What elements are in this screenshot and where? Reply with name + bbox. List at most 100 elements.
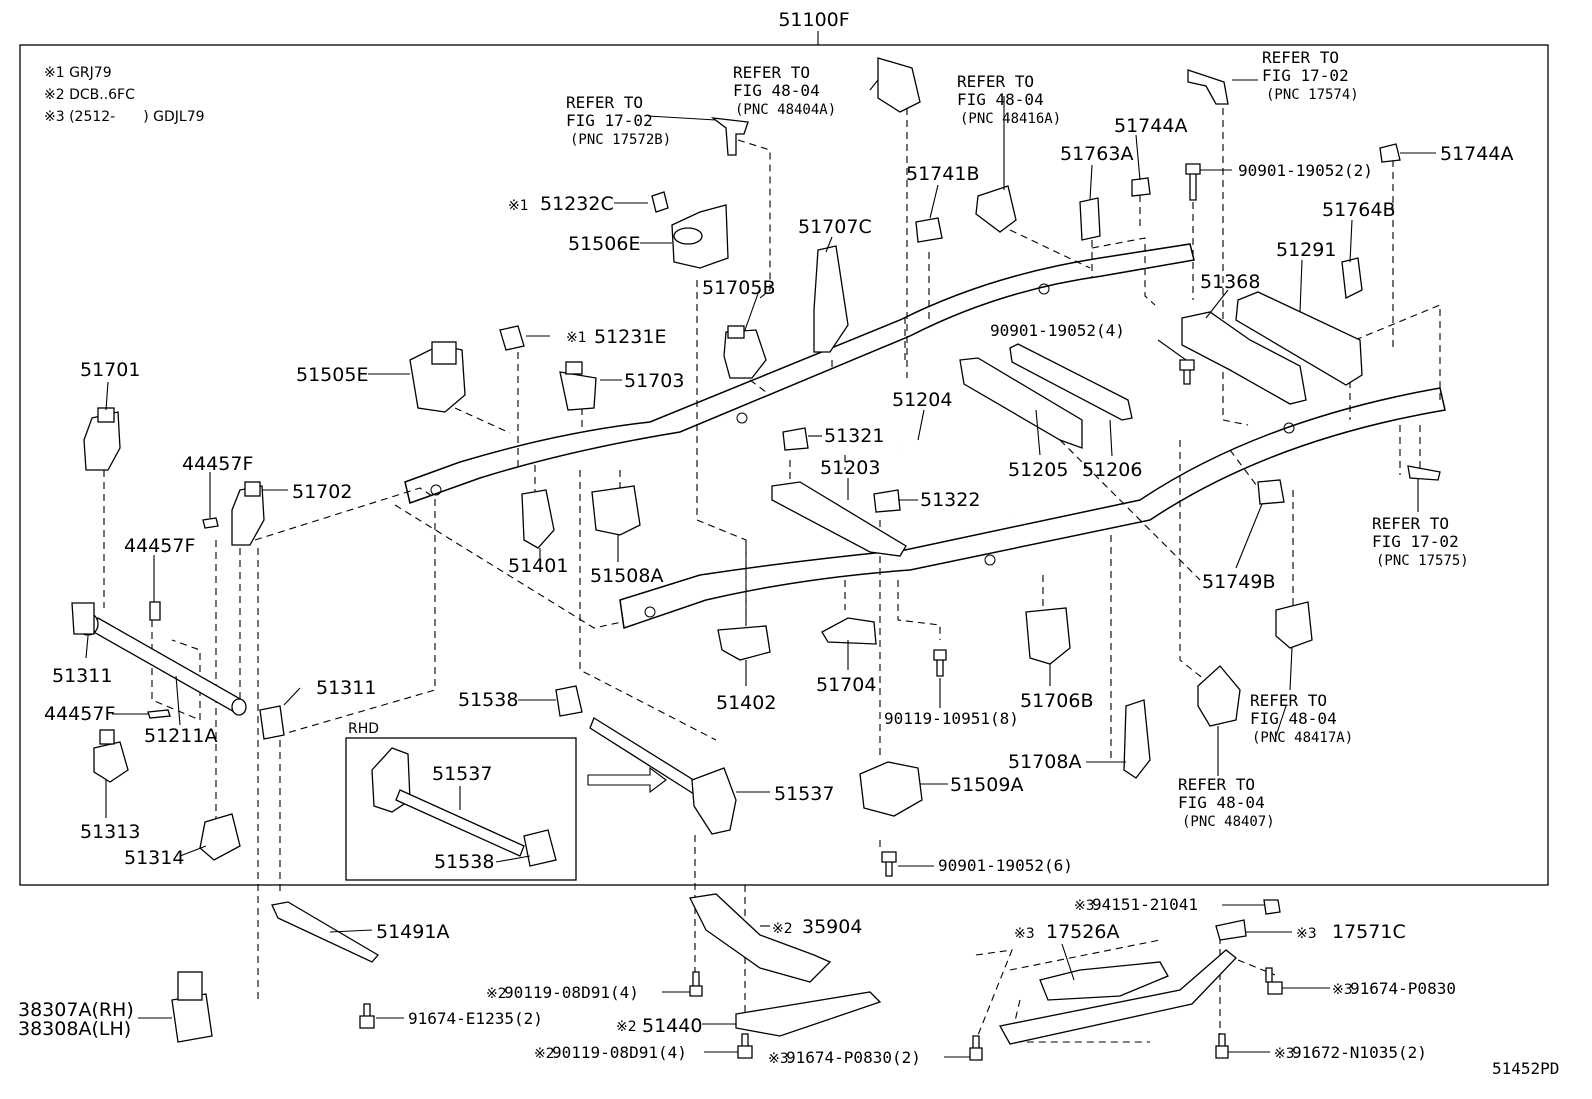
- part-label-90119-10951: 90119-10951(8): [884, 709, 1019, 728]
- part-label-38307A: 38307A(RH): [18, 999, 134, 1021]
- crossmember-51440: [735, 991, 882, 1037]
- part-label-90119-08D91-b: 90119-08D91(4): [552, 1043, 687, 1062]
- mark-label: ※1: [566, 330, 587, 346]
- bracket-17575: [1407, 465, 1441, 481]
- ref-line3: (PNC 48416A): [960, 111, 1061, 127]
- ref-line1: REFER TO: [566, 93, 643, 112]
- ref-17574: REFER TO FIG 17-02 (PNC 17574): [1262, 48, 1359, 103]
- part-label-90901-19052-2: 90901-19052(2): [1238, 161, 1373, 180]
- bushing-51311: [71, 602, 95, 635]
- part-label-51291: 51291: [1276, 239, 1336, 261]
- bracket-51763A: [1079, 197, 1101, 241]
- part-label-51538-main: 51538: [458, 689, 518, 711]
- note-3: ※3 (2512- ) GDJL79: [44, 109, 205, 125]
- part-label-51322: 51322: [920, 489, 980, 511]
- part-label-94151-21041: 94151-21041: [1092, 895, 1198, 914]
- part-label-51508A: 51508A: [590, 565, 663, 587]
- mark-label: ※3: [768, 1051, 789, 1067]
- crossmember-51205: [959, 357, 1083, 449]
- part-label-51741B: 51741B: [906, 163, 979, 185]
- bracket-38307A: [171, 993, 213, 1043]
- bracket-17571C: [1215, 919, 1247, 941]
- chassis-frame: [404, 243, 1446, 630]
- part-label-51311-a: 51311: [52, 665, 112, 687]
- part-label-51537-inset: 51537: [432, 763, 492, 785]
- ref-line2: FIG 17-02: [566, 111, 653, 130]
- mark-label: ※2: [534, 1046, 555, 1062]
- crossmember-tube-51211A: [91, 617, 243, 714]
- part-label-51702: 51702: [292, 481, 352, 503]
- part-label-51703: 51703: [624, 370, 684, 392]
- bracket-51764B: [1341, 257, 1363, 299]
- main-frame-border: [19, 44, 1549, 886]
- part-label-51205: 51205: [1008, 459, 1068, 481]
- mark-label: ※3: [1014, 926, 1035, 942]
- part-label-51491A: 51491A: [376, 921, 449, 943]
- part-label-51440: 51440: [642, 1015, 702, 1037]
- clip-44457F: [202, 517, 219, 529]
- rhd-inset: RHD: [345, 721, 667, 881]
- part-label-51314: 51314: [124, 847, 184, 869]
- mark-label: ※3: [1274, 1046, 1295, 1062]
- bolt-90119-08D91-a: [689, 971, 703, 997]
- clip-51231E: [499, 325, 525, 351]
- part-label-51708A: 51708A: [1008, 751, 1081, 773]
- ref-line1: REFER TO: [733, 63, 810, 82]
- part-label-51763A: 51763A: [1060, 143, 1133, 165]
- part-label-91674-P0830-2: 91674-P0830(2): [786, 1048, 921, 1067]
- bushing-51311: [259, 705, 285, 740]
- part-label-51505E: 51505E: [296, 364, 368, 386]
- figure-code: 51452PD: [1492, 1059, 1559, 1078]
- bracket-51701: [83, 411, 121, 471]
- part-label-51203: 51203: [820, 457, 880, 479]
- frame-rail-upper: [404, 243, 1195, 504]
- bolt-90901-19052-6: [881, 851, 897, 877]
- crossmember-51491A: [271, 901, 379, 963]
- ref-line1: REFER TO: [1262, 48, 1339, 67]
- mark-label: ※2: [486, 986, 507, 1002]
- ref-line2: FIG 48-04: [1250, 709, 1337, 728]
- mark-label: ※1: [508, 198, 529, 214]
- part-label-51401: 51401: [508, 555, 568, 577]
- clip-51744A: [1131, 177, 1151, 197]
- ref-line3: (PNC 17574): [1266, 87, 1359, 103]
- frame-hole: [984, 554, 996, 566]
- bracket-51702: [231, 485, 265, 546]
- ref-line2: FIG 48-04: [1178, 793, 1265, 812]
- bolt-90119-10951: [933, 649, 947, 677]
- notes-block: ※1 GRJ79 ※2 DCB..6FC ※3 (2512- ) GDJL79: [44, 65, 205, 125]
- part-label-51707C: 51707C: [798, 216, 872, 238]
- bracket-51537: [691, 767, 737, 835]
- nut-94151-21041: [1263, 899, 1281, 915]
- part-label-51402: 51402: [716, 692, 776, 714]
- guide-lines: [103, 108, 1441, 1050]
- bracket-51321: [782, 427, 809, 451]
- mount-48407: [1197, 665, 1241, 727]
- part-label-44457F-b: 44457F: [124, 535, 195, 557]
- part-label-51538-inset: 51538: [434, 851, 494, 873]
- ref-line2: FIG 17-02: [1262, 66, 1349, 85]
- part-label-51744A-a: 51744A: [1114, 115, 1187, 137]
- part-label-51231E: 51231E: [594, 326, 666, 348]
- ref-48417A: REFER TO FIG 48-04 (PNC 48417A): [1250, 691, 1353, 746]
- bracket-51741B: [915, 217, 943, 243]
- bolt-91674-P0830: [1265, 967, 1283, 995]
- bracket-51538: [555, 685, 583, 717]
- bracket-51749B: [1257, 479, 1285, 505]
- bolt-90901-19052-4: [1179, 359, 1195, 385]
- crossmember-51203: [771, 481, 907, 557]
- clip-44457F: [149, 601, 161, 621]
- ref-48416A: REFER TO FIG 48-04 (PNC 48416A): [957, 72, 1061, 127]
- part-labels: ※1 51232C 51506E ※1 51231E 51505E 51703 …: [18, 115, 1559, 1078]
- ref-line1: REFER TO: [1250, 691, 1327, 710]
- ref-line3: (PNC 48417A): [1252, 730, 1353, 746]
- part-label-51744A-b: 51744A: [1440, 143, 1513, 165]
- part-label-51506E: 51506E: [568, 233, 640, 255]
- mark-label: ※2: [616, 1019, 637, 1035]
- part-label-90901-19052-4: 90901-19052(4): [990, 321, 1125, 340]
- frame-hole: [736, 412, 748, 424]
- bracket-17572B: [710, 117, 749, 156]
- part-label-51211A: 51211A: [144, 725, 217, 747]
- part-label-51701: 51701: [80, 359, 140, 381]
- mount-48417A: [1275, 601, 1313, 649]
